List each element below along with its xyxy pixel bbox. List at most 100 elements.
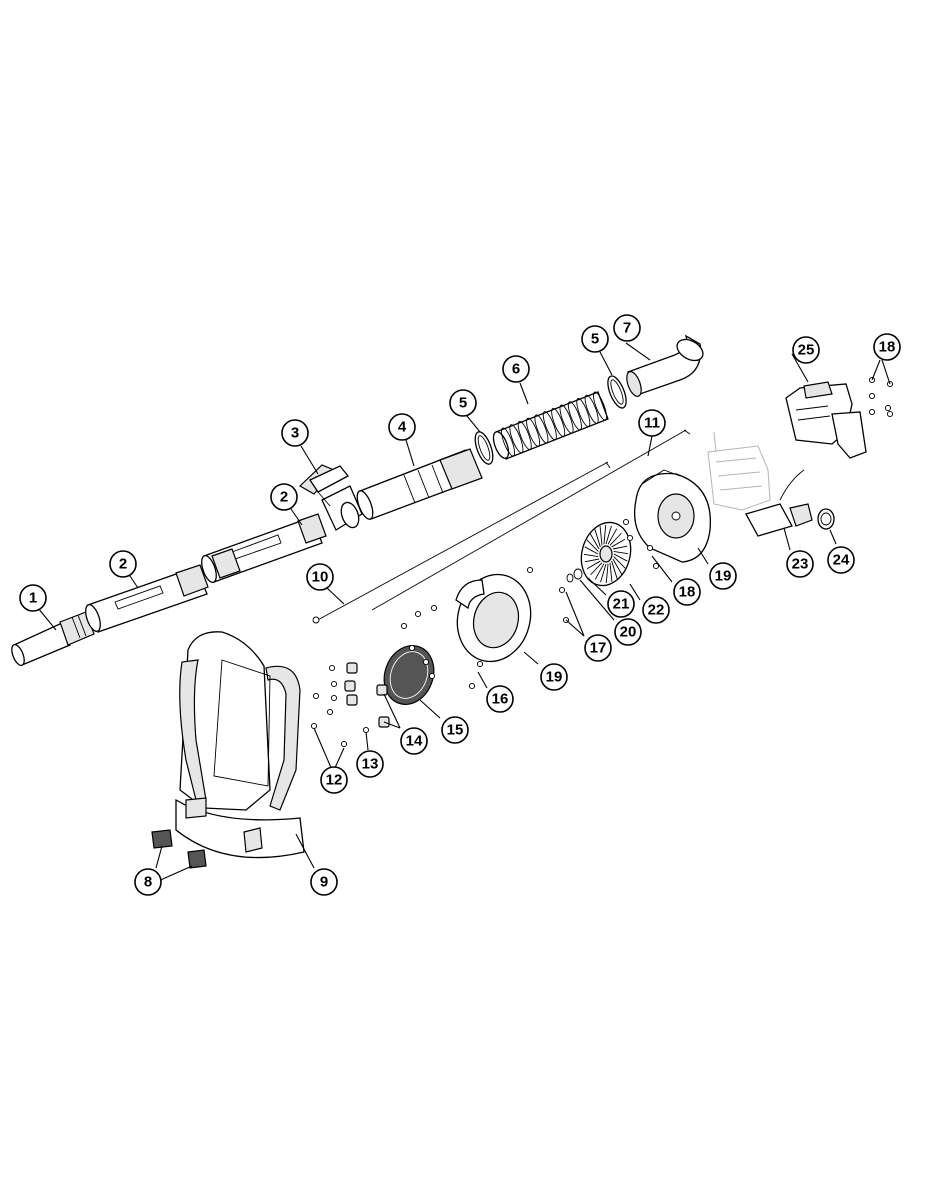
part-9-harness — [175, 631, 305, 859]
callout-17-number: 17 — [590, 640, 607, 657]
part-5-clamp-left — [474, 431, 494, 465]
impeller-fin — [586, 560, 601, 570]
screw-icon — [312, 692, 320, 700]
callout-4: 4 — [388, 413, 416, 441]
callout-5-left-number: 5 — [459, 395, 467, 412]
callout-10-number: 10 — [312, 569, 329, 586]
hose-rib — [534, 414, 549, 444]
impeller-fin — [583, 553, 599, 558]
screw-icon — [868, 392, 876, 400]
screw-icon — [526, 566, 534, 574]
callout-2-upper-number: 2 — [280, 489, 288, 506]
callout-5-right-number: 5 — [591, 331, 599, 348]
impeller-fin — [600, 563, 607, 583]
callout-24-number: 24 — [833, 552, 850, 569]
callout-14: 14 — [400, 727, 428, 755]
hose-rib — [584, 394, 599, 424]
callout-19-upper-number: 19 — [715, 568, 732, 585]
callout-24: 24 — [827, 546, 855, 574]
screw-icon — [326, 708, 334, 716]
impeller-fin — [613, 556, 626, 569]
part-2-tube-lower — [85, 564, 209, 633]
impeller-fin — [586, 539, 599, 552]
part-22-impeller — [580, 521, 632, 587]
callout-16-number: 16 — [492, 691, 509, 708]
callout-14-number: 14 — [406, 733, 423, 750]
hose-rib — [526, 417, 541, 447]
hose-rib — [593, 391, 607, 421]
part-8-buckle-upper — [151, 829, 173, 849]
callout-15: 15 — [441, 716, 469, 744]
screw-icon — [884, 404, 892, 412]
callout-22-number: 22 — [648, 602, 665, 619]
spacer-icon — [346, 694, 358, 706]
callout-20-number: 20 — [620, 624, 637, 641]
spacer-icon — [376, 684, 388, 696]
callout-1: 1 — [19, 584, 47, 612]
screw-icon — [310, 722, 318, 730]
hardware-screws — [310, 376, 894, 748]
part-4-swivel-tube — [356, 448, 483, 520]
callout-17: 17 — [584, 634, 612, 662]
screw-icon — [414, 610, 422, 618]
callout-23-number: 23 — [792, 556, 809, 573]
callout-7-number: 7 — [623, 320, 631, 337]
hose-rib — [542, 411, 557, 441]
part-24-cap — [817, 508, 835, 530]
spacer-icon — [344, 680, 356, 692]
impeller-fin — [609, 562, 613, 582]
impeller-fin — [612, 545, 628, 550]
part-6-flex-hose — [492, 391, 609, 460]
impeller-fin — [590, 562, 603, 576]
screw-icon — [428, 672, 436, 680]
screw-icon — [626, 534, 634, 542]
impeller-fin — [611, 560, 618, 580]
hose-rib — [576, 398, 591, 428]
callout-5-right: 5 — [581, 325, 609, 353]
part-3-handle — [299, 464, 363, 531]
impeller-fin — [584, 558, 600, 563]
screw-icon — [430, 604, 438, 612]
hose-rib — [567, 401, 582, 431]
callout-7: 7 — [613, 314, 641, 342]
part-2-tube-upper — [201, 513, 327, 584]
screw-icon — [476, 660, 484, 668]
callout-8: 8 — [134, 868, 162, 896]
spacer-icon — [346, 662, 358, 674]
hose-rib — [509, 424, 524, 454]
hose-rib — [501, 427, 515, 457]
impeller-fin — [613, 550, 629, 555]
screw-icon — [868, 408, 876, 416]
impeller-fin — [594, 528, 601, 548]
callout-11: 11 — [638, 409, 666, 437]
impeller-fin — [613, 553, 628, 562]
callout-25-number: 25 — [798, 342, 815, 359]
screw-icon — [652, 562, 660, 570]
impeller-fin — [603, 524, 607, 545]
callout-3: 3 — [281, 419, 309, 447]
impeller-fin — [609, 532, 622, 546]
engine-outline-faint — [707, 431, 771, 511]
part-15-inlet-screen — [383, 645, 435, 705]
part-11-rod — [371, 429, 691, 611]
impeller-fin — [605, 563, 609, 584]
screw-icon — [622, 518, 630, 526]
callout-23: 23 — [786, 550, 814, 578]
part-5-clamp-right — [607, 375, 627, 409]
hose-rib — [517, 420, 532, 450]
part-7-elbow — [626, 334, 704, 397]
impeller-fin — [611, 538, 626, 548]
screw-icon — [340, 740, 348, 748]
callout-21-number: 21 — [613, 596, 630, 613]
part-25-engine-cover — [785, 381, 867, 459]
leader-lines — [37, 342, 891, 883]
callout-18-upper-number: 18 — [879, 339, 896, 356]
callout-19-lower: 19 — [540, 663, 568, 691]
callout-5-left: 5 — [449, 389, 477, 417]
screw-icon — [330, 680, 338, 688]
impeller-fin — [605, 525, 612, 545]
callout-20: 20 — [614, 618, 642, 646]
callout-2-lower: 2 — [109, 550, 137, 578]
screw-icon — [362, 726, 370, 734]
